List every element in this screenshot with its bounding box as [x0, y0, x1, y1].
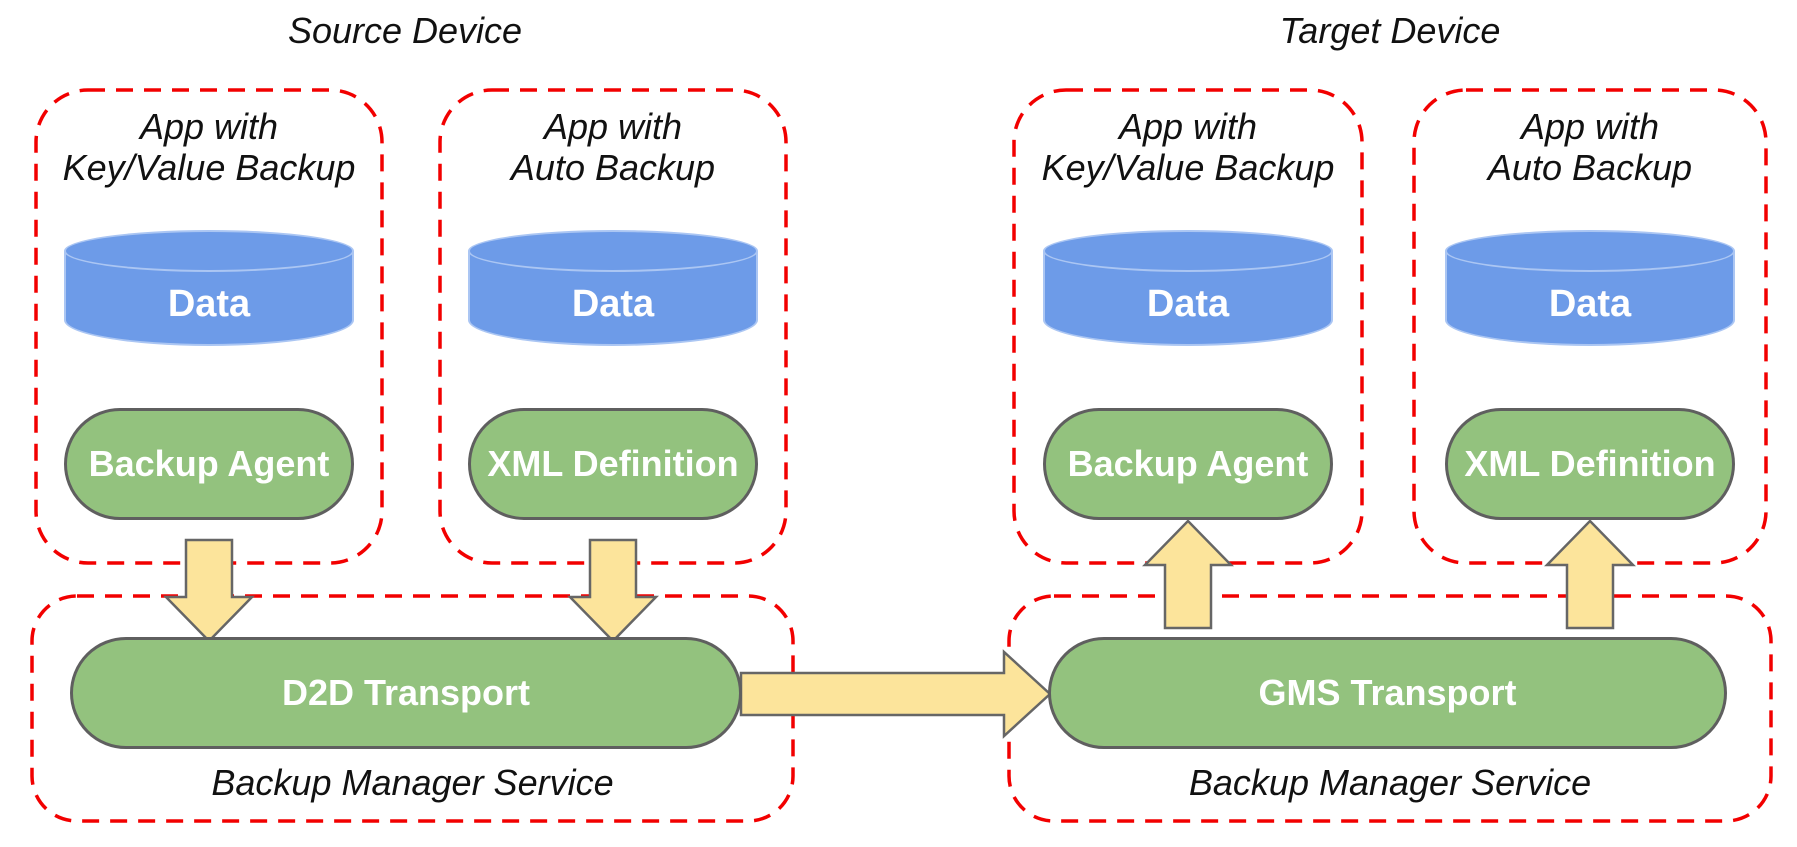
target-service-box-outline [1007, 594, 1773, 823]
cylinder-top-ellipse [468, 230, 758, 272]
up-arrow-gms-to-xml-definition [1544, 519, 1636, 630]
source-backup-agent-pill: Backup Agent [64, 408, 354, 520]
source-app-auto-data-label: Data [571, 282, 655, 325]
cylinder-top-ellipse [64, 230, 354, 272]
arrow-d2d-to-gms [739, 649, 1052, 739]
source-app-kv-title-line1: App with [139, 106, 279, 147]
target-app-auto-title: App with Auto Backup [1414, 106, 1766, 188]
source-app-kv-title: App with Key/Value Backup [36, 106, 382, 188]
target-app-auto-title-line1: App with [1520, 106, 1660, 147]
target-app-kv-title-line2: Key/Value Backup [1041, 147, 1335, 188]
target-app-kv-data-cylinder: Data [1043, 230, 1333, 346]
gms-transport-pill: GMS Transport [1048, 637, 1727, 749]
source-app-kv-data-label: Data [167, 282, 251, 325]
target-xml-definition-pill: XML Definition [1445, 408, 1735, 520]
target-backup-agent-pill: Backup Agent [1043, 408, 1333, 520]
source-app-auto-title: App with Auto Backup [440, 106, 786, 188]
source-app-auto-title-line2: Auto Backup [510, 147, 716, 188]
source-app-kv-box-outline [34, 88, 384, 565]
target-device-title: Target Device [1279, 10, 1501, 51]
target-app-auto-title-line2: Auto Backup [1487, 147, 1693, 188]
target-app-auto-data-label: Data [1548, 282, 1632, 325]
target-app-kv-title-line1: App with [1118, 106, 1258, 147]
target-service-caption: Backup Manager Service [1188, 762, 1592, 803]
cylinder-top-ellipse [1043, 230, 1333, 272]
source-xml-definition-label: XML Definition [487, 443, 739, 484]
source-service-caption: Backup Manager Service [211, 762, 614, 803]
source-app-auto-box-outline [438, 88, 788, 565]
d2d-transport-label: D2D Transport [281, 672, 531, 713]
source-app-auto-title-line1: App with [543, 106, 683, 147]
source-app-kv-data-cylinder: Data [64, 230, 354, 346]
source-backup-agent-label: Backup Agent [88, 443, 330, 484]
gms-transport-label: GMS Transport [1258, 672, 1517, 713]
target-backup-agent-label: Backup Agent [1067, 443, 1309, 484]
source-device-title: Source Device [287, 10, 523, 51]
up-arrow-gms-to-backup-agent [1142, 519, 1234, 630]
down-arrow-xml-definition-to-d2d [567, 538, 659, 643]
source-app-kv-title-line2: Key/Value Backup [62, 147, 356, 188]
target-app-auto-data-cylinder: Data [1445, 230, 1735, 346]
target-app-kv-title: App with Key/Value Backup [1014, 106, 1362, 188]
down-arrow-backup-agent-to-d2d [163, 538, 255, 643]
target-app-kv-data-label: Data [1146, 282, 1230, 325]
d2d-transport-pill: D2D Transport [70, 637, 742, 749]
source-xml-definition-pill: XML Definition [468, 408, 758, 520]
cylinder-top-ellipse [1445, 230, 1735, 272]
source-app-auto-data-cylinder: Data [468, 230, 758, 346]
target-xml-definition-label: XML Definition [1464, 443, 1716, 484]
